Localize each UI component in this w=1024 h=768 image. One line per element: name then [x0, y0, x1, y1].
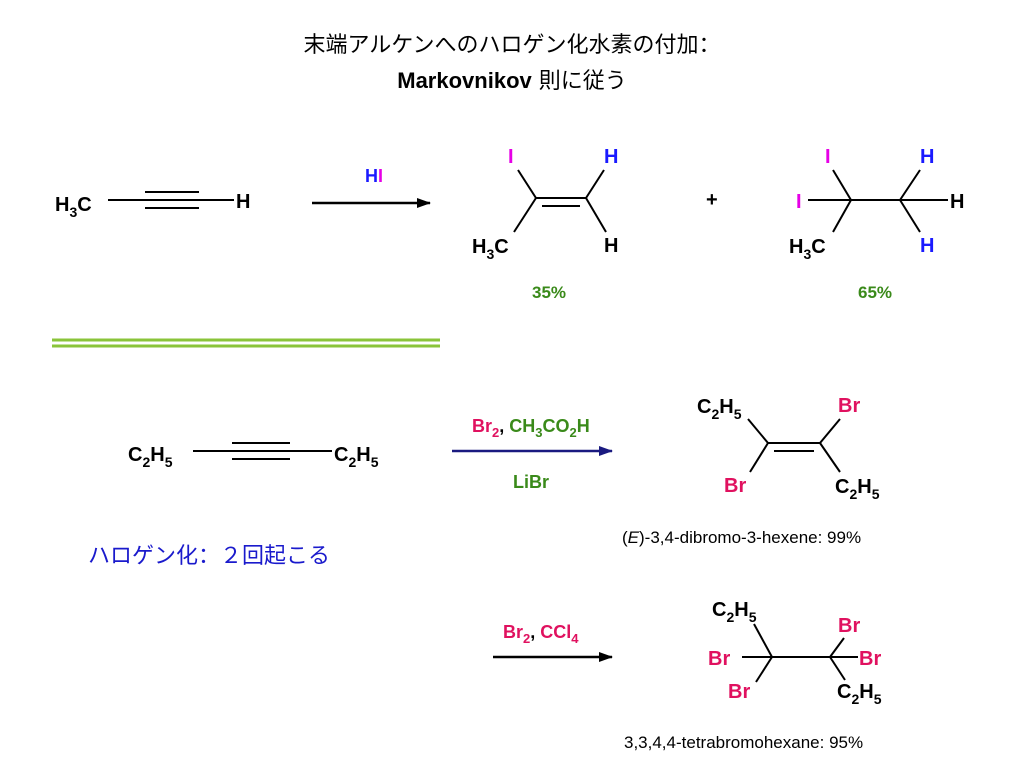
reactant2-ethyl-left: C2H5 — [128, 444, 173, 470]
product2-iodine-top: I — [825, 146, 831, 168]
bond4-c-ethyl-bottom — [829, 656, 846, 681]
caption-tetrabromohexane: 3,3,4,4-tetrabromohexane: 95% — [624, 733, 863, 752]
product4-br-bottom-left: Br — [728, 681, 750, 703]
plus-sign: + — [706, 189, 718, 211]
bond-c-h-bottom-2 — [899, 199, 921, 233]
reagent3-label: Br2, CCl4 — [503, 622, 579, 646]
product1-methyl: H3C — [472, 236, 509, 262]
product4-ethyl-bottom: C2H5 — [837, 681, 882, 707]
reagent2-top: Br2, CH3CO2H — [472, 416, 590, 440]
product3-ethyl-top: C2H5 — [697, 396, 742, 422]
reagent-br2-ccl4: Br2, CCl4 — [493, 622, 613, 662]
product2-h-right: H — [950, 191, 964, 213]
bond-c-ch3 — [513, 197, 537, 233]
yield-product2: 65% — [858, 283, 892, 302]
bond-c-h-top — [585, 169, 605, 199]
product2-h-top: H — [920, 146, 934, 168]
bond3-c-br-top — [819, 418, 841, 444]
reactant-methyl: H3C — [55, 194, 92, 220]
product1-iodine: I — [508, 146, 514, 168]
reagent-hi: HI — [312, 166, 431, 208]
product-iodopropene: I H H H3C 35% — [472, 146, 618, 302]
reagent-hi-label: HI — [365, 166, 383, 186]
product1-h-top: H — [604, 146, 618, 168]
bond-c-i — [517, 169, 537, 199]
reactant2-ethyl-right: C2H5 — [334, 444, 379, 470]
bond3-c-ethyl-top — [747, 418, 769, 444]
title-markovnikov: Markovnikov — [397, 68, 532, 93]
product3-br-bottom: Br — [724, 475, 746, 497]
bond4-c-ethyl-top — [753, 623, 773, 658]
bond-c-h-bottom — [585, 197, 607, 233]
bond-c-ch3-2 — [832, 199, 852, 233]
product-dibromohexene: C2H5 Br Br C2H5 — [697, 395, 880, 502]
bond4-c-br-bottom — [755, 656, 773, 683]
caption-dibromohexene: (E)-3,4-dibromo-3-hexene: 99% — [622, 528, 861, 547]
product2-h-bottom: H — [920, 235, 934, 257]
product4-br-top-right: Br — [838, 615, 860, 637]
title-line1: 末端アルケンへのハロゲン化水素の付加： — [303, 33, 720, 58]
product1-h-bottom: H — [604, 235, 618, 257]
reagent-br2-acoh: Br2, CH3CO2H LiBr — [452, 416, 613, 492]
bond-c-h-top-2 — [899, 169, 921, 201]
note-double-halogenation: ハロゲン化：２回起こる — [88, 544, 330, 569]
product3-br-top: Br — [838, 395, 860, 417]
product2-methyl: H3C — [789, 236, 826, 262]
reagent2-libr: LiBr — [513, 472, 549, 492]
reactant-h: H — [236, 191, 250, 213]
product-diiodopropane: I I H H H H3C 65% — [789, 146, 964, 302]
bond3-c-br-bottom — [749, 442, 769, 473]
reactant-propyne: H3C H — [55, 191, 250, 220]
product2-iodine-left: I — [796, 191, 802, 213]
title-rule: 則に従う — [532, 69, 627, 94]
bond-c-i-top — [832, 169, 852, 201]
product3-ethyl-bottom: C2H5 — [835, 476, 880, 502]
product4-ethyl-top: C2H5 — [712, 599, 757, 625]
product4-br-left: Br — [708, 648, 730, 670]
product-tetrabromohexane: C2H5 Br Br Br Br C2H5 — [708, 599, 882, 707]
bond4-c-br-top-right — [829, 637, 845, 658]
product4-br-right: Br — [859, 648, 881, 670]
bond3-c-ethyl-bottom — [819, 442, 841, 473]
yield-product1: 35% — [532, 283, 566, 302]
title-line2: Markovnikov 則に従う — [397, 68, 627, 94]
reactant-hexyne: C2H5 C2H5 — [128, 442, 379, 470]
